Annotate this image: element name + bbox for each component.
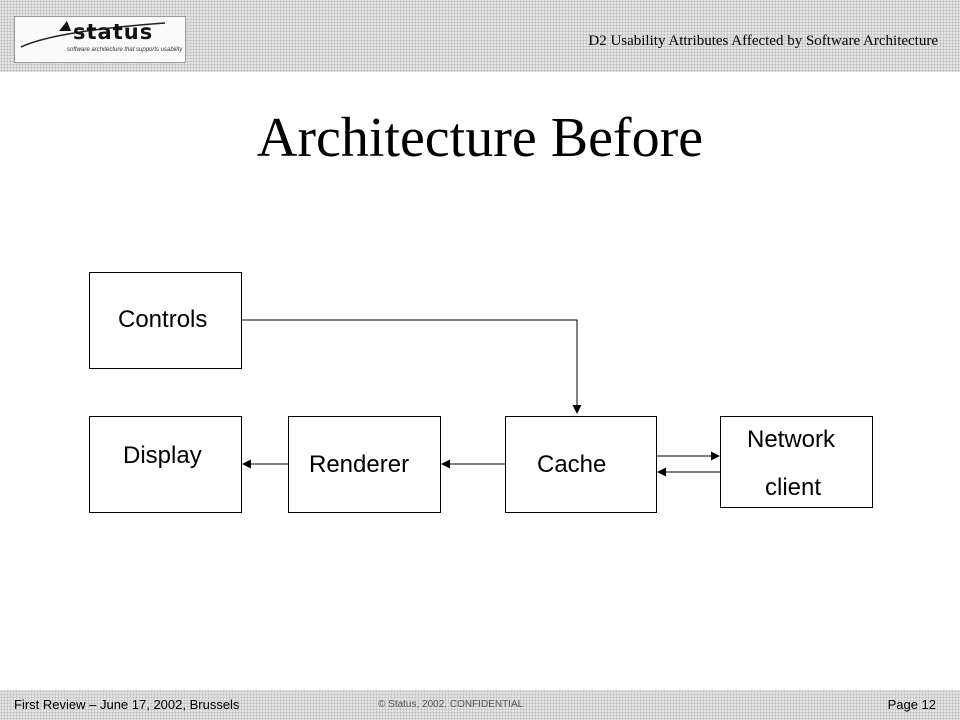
- network-label-line1: Network: [747, 426, 836, 453]
- status-logo: status software architecture that suppor…: [14, 16, 186, 63]
- edge-controls-to-cache: [242, 319, 582, 414]
- header-title: D2 Usability Attributes Affected by Soft…: [588, 33, 938, 49]
- header-band: status software architecture that suppor…: [0, 0, 960, 72]
- page-number: Page 12: [887, 697, 936, 712]
- slide-title: Architecture Before: [256, 107, 704, 169]
- renderer-label: Renderer: [309, 451, 410, 478]
- footer-confidential: © Status, 2002. CONFIDENTIAL: [378, 699, 524, 710]
- logo-swoosh-icon: [20, 21, 166, 48]
- display-box: Display: [89, 416, 242, 513]
- controls-label: Controls: [118, 306, 208, 333]
- controls-box: Controls: [89, 272, 242, 369]
- footer-band: First Review – June 17, 2002, Brussels ©…: [0, 690, 960, 720]
- network-client-box: Network client: [720, 416, 873, 508]
- cache-box: Cache: [505, 416, 657, 513]
- logo-tagline: software architecture that supports usab…: [67, 47, 183, 53]
- display-label: Display: [123, 442, 202, 469]
- renderer-box: Renderer: [288, 416, 441, 513]
- logo-wordmark: status: [73, 20, 154, 44]
- footer-review-date: First Review – June 17, 2002, Brussels: [14, 697, 240, 712]
- cache-label: Cache: [537, 451, 607, 478]
- network-label-line2: client: [765, 474, 822, 501]
